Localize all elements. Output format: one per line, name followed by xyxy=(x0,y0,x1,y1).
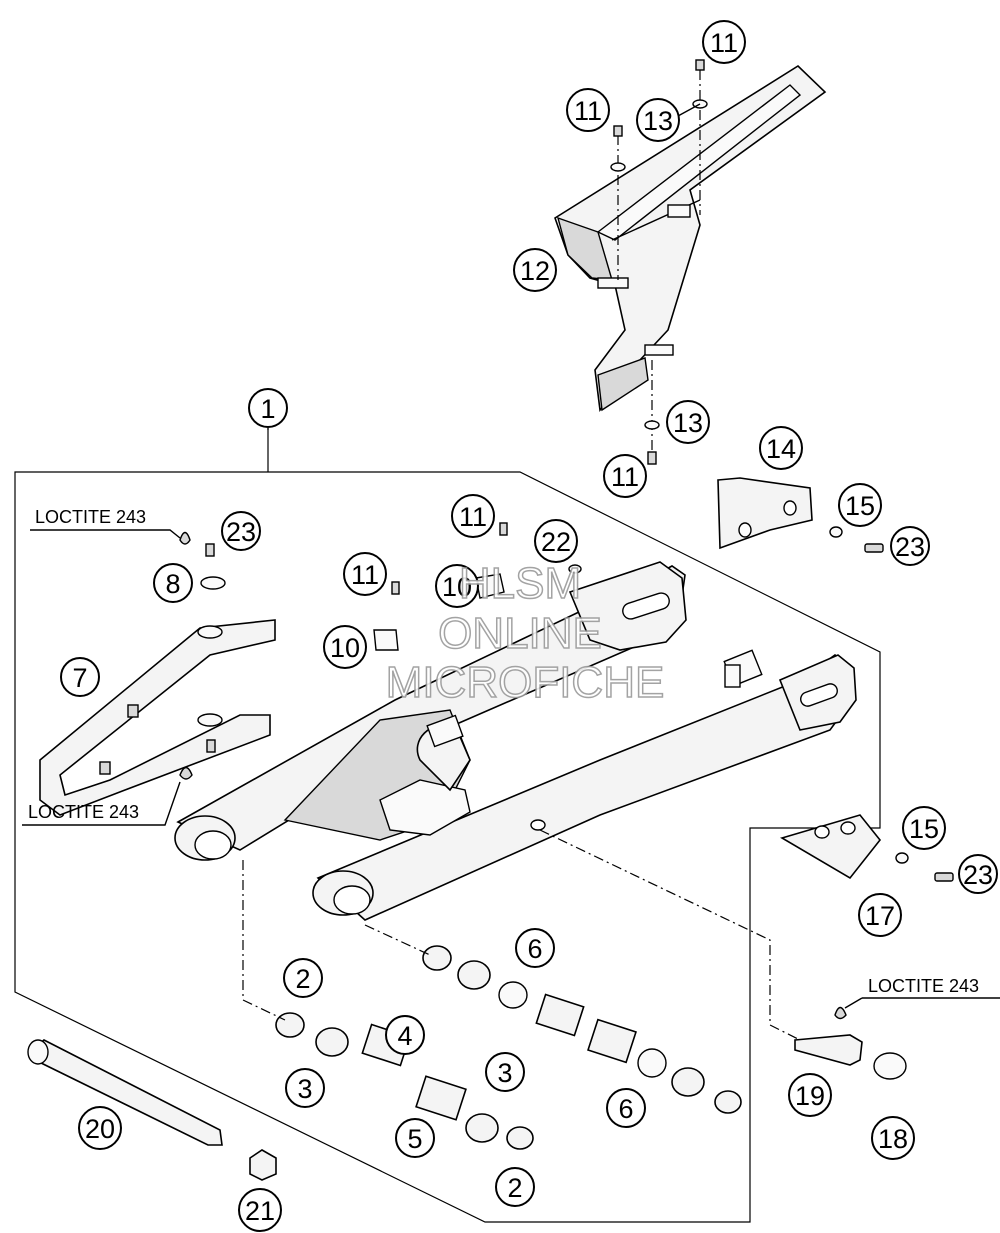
callout-11: 11 xyxy=(451,494,495,538)
callout-6: 6 xyxy=(515,928,555,968)
callout-3: 3 xyxy=(285,1068,325,1108)
swingarm-body xyxy=(174,561,857,921)
svg-text:10: 10 xyxy=(330,633,360,663)
callout-2: 2 xyxy=(495,1167,535,1207)
svg-text:10: 10 xyxy=(442,572,472,602)
svg-text:1: 1 xyxy=(260,394,275,424)
callout-23: 23 xyxy=(958,854,998,894)
callout-18: 18 xyxy=(871,1116,915,1160)
callout-20: 20 xyxy=(78,1106,122,1150)
svg-text:11: 11 xyxy=(574,96,602,126)
svg-text:15: 15 xyxy=(909,814,939,844)
callout-8: 8 xyxy=(153,563,193,603)
small-parts xyxy=(27,477,954,1181)
watermark: HLSM ONLINE MICROFICHE xyxy=(385,558,665,708)
svg-text:20: 20 xyxy=(85,1114,115,1144)
callout-11: 11 xyxy=(702,20,746,64)
callout-7: 7 xyxy=(60,657,100,697)
assembly-frame xyxy=(14,430,881,1223)
svg-text:LOCTITE 243: LOCTITE 243 xyxy=(35,507,146,527)
svg-text:12: 12 xyxy=(520,256,550,286)
svg-text:22: 22 xyxy=(541,527,571,557)
svg-text:18: 18 xyxy=(878,1124,908,1154)
svg-text:3: 3 xyxy=(497,1058,512,1088)
callout-17: 17 xyxy=(858,893,902,937)
callout-11: 11 xyxy=(566,88,610,132)
svg-text:11: 11 xyxy=(351,560,379,590)
callout-13: 13 xyxy=(666,400,710,444)
svg-text:6: 6 xyxy=(527,934,542,964)
chain-guide-fasteners xyxy=(610,59,708,465)
svg-text:4: 4 xyxy=(397,1021,412,1051)
svg-text:23: 23 xyxy=(895,532,925,562)
callout-13: 13 xyxy=(636,98,701,142)
callout-11: 11 xyxy=(603,454,647,498)
svg-text:19: 19 xyxy=(795,1081,825,1111)
svg-text:2: 2 xyxy=(507,1173,522,1203)
callout-19: 19 xyxy=(788,1073,832,1117)
callout-12: 12 xyxy=(513,248,557,292)
callout-6: 6 xyxy=(606,1088,646,1128)
callout-10: 10 xyxy=(435,564,479,608)
callout-23: 23 xyxy=(890,526,930,566)
watermark-line-1: HLSM xyxy=(459,559,581,608)
watermark-line-3: MICROFICHE xyxy=(386,658,665,707)
svg-text:LOCTITE 243: LOCTITE 243 xyxy=(28,802,139,822)
svg-text:11: 11 xyxy=(710,28,738,58)
callout-10: 10 xyxy=(323,625,367,669)
svg-text:7: 7 xyxy=(72,663,87,693)
loctite-label-2: LOCTITE 243 xyxy=(22,781,181,826)
callout-4: 4 xyxy=(385,1015,425,1055)
svg-text:13: 13 xyxy=(643,106,673,136)
callout-23: 23 xyxy=(221,511,261,551)
chain-slider xyxy=(39,619,276,816)
callout-22: 22 xyxy=(534,519,578,563)
svg-text:21: 21 xyxy=(245,1196,275,1226)
svg-text:11: 11 xyxy=(459,502,487,532)
callout-5: 5 xyxy=(395,1118,435,1158)
svg-text:2: 2 xyxy=(295,964,310,994)
callout-21: 21 xyxy=(238,1188,282,1232)
chain-guide xyxy=(554,64,827,412)
svg-text:23: 23 xyxy=(963,860,993,890)
svg-text:14: 14 xyxy=(766,434,796,464)
svg-text:13: 13 xyxy=(673,408,703,438)
callout-2: 2 xyxy=(283,958,323,998)
loctite-label-3: LOCTITE 243 xyxy=(844,976,1000,1009)
svg-text:8: 8 xyxy=(165,569,180,599)
svg-text:11: 11 xyxy=(611,462,639,492)
callout-15: 15 xyxy=(838,483,882,527)
callout-3: 3 xyxy=(485,1052,525,1092)
alignment-rays xyxy=(242,829,801,1041)
svg-text:6: 6 xyxy=(618,1094,633,1124)
callout-14: 14 xyxy=(759,426,803,470)
watermark-line-2: ONLINE xyxy=(438,609,602,658)
callout-11: 11 xyxy=(343,552,387,596)
svg-text:17: 17 xyxy=(865,901,895,931)
svg-text:LOCTITE 243: LOCTITE 243 xyxy=(868,976,979,996)
loctite-label-1: LOCTITE 243 xyxy=(30,507,181,539)
svg-text:5: 5 xyxy=(407,1124,422,1154)
callout-15: 15 xyxy=(902,806,946,850)
callout-1: 1 xyxy=(248,388,288,430)
svg-text:15: 15 xyxy=(845,491,875,521)
svg-text:23: 23 xyxy=(226,517,256,547)
svg-text:3: 3 xyxy=(297,1074,312,1104)
